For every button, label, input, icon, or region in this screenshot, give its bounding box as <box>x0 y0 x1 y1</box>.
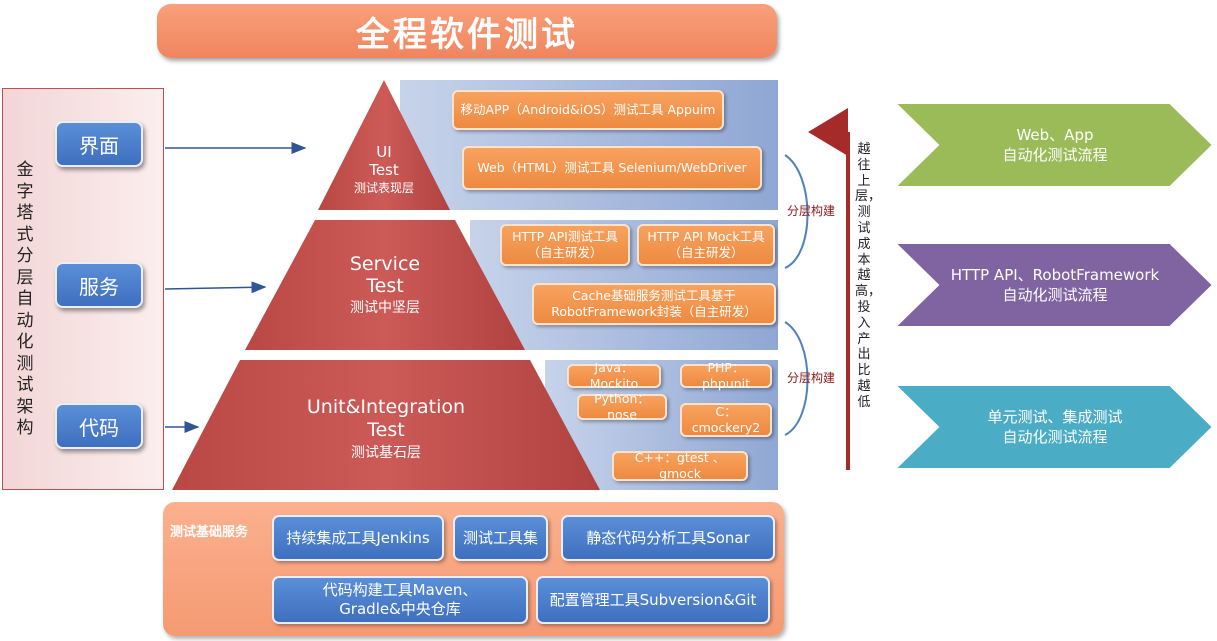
pyramid-top-line2: Test <box>369 161 399 179</box>
tool-appium[interactable]: 移动APP（Android&iOS）测试工具 Appuim <box>452 90 724 130</box>
arrow-service <box>164 281 267 294</box>
layer-build-label-bottom: 分层构建 <box>787 371 836 385</box>
page-title: 全程软件测试 <box>157 4 777 58</box>
pyramid-top-line1: UI <box>376 143 392 161</box>
pyramid-bottom-line1: Unit&Integration <box>306 396 466 418</box>
service-jenkins[interactable]: 持续集成工具Jenkins <box>272 515 444 561</box>
tool-php[interactable]: PHP：phpunit <box>680 360 772 391</box>
pyramid-bottom-line2: Test <box>367 419 405 441</box>
pyramid-top-label: UI Test 测试表现层 <box>334 143 434 197</box>
foundation-title: 测试基础服务 <box>170 525 249 540</box>
tool-cache-l1: Cache基础服务测试工具基于 <box>572 288 736 303</box>
service-maven[interactable]: 代码构建工具Maven、 Gradle&中央仓库 <box>272 576 528 624</box>
pyramid-middle-line1: Service <box>349 253 421 275</box>
tool-http-mock[interactable]: HTTP API Mock工具 （自主研发） <box>637 224 775 266</box>
service-sonar[interactable]: 静态代码分析工具Sonar <box>561 515 775 561</box>
flow-web-app-l1: Web、App <box>1016 126 1094 144</box>
flow-web-app-l2: 自动化测试流程 <box>1002 146 1108 164</box>
service-git[interactable]: 配置管理工具Subversion&Git <box>536 576 770 624</box>
flow-web-app-label: Web、App 自动化测试流程 <box>930 125 1180 165</box>
pyramid-top-sub: 测试表现层 <box>353 181 414 195</box>
tool-cache-l2: RobotFramework封装（自主研发） <box>551 304 757 319</box>
flow-http-api-label: HTTP API、RobotFramework 自动化测试流程 <box>930 265 1180 305</box>
tool-java[interactable]: Java：Mockito <box>567 360 661 391</box>
layer-button-service[interactable]: 服务 <box>55 262 143 308</box>
flow-http-api <box>892 242 1215 328</box>
flow-unit-l1: 单元测试、集成测试 <box>987 408 1123 426</box>
pyramid-middle <box>245 220 525 350</box>
flow-unit <box>892 384 1215 470</box>
pyramid-middle-line2: Test <box>366 275 404 297</box>
flow-web-app <box>892 102 1215 188</box>
tool-http-mock-l1: HTTP API Mock工具 <box>647 229 765 244</box>
layer-curve-top <box>784 154 809 269</box>
layer-curve-bottom <box>784 321 809 436</box>
flow-unit-label: 单元测试、集成测试 自动化测试流程 <box>930 407 1180 447</box>
pyramid-top <box>318 80 450 210</box>
side-title: 金字塔式分层自动化测试架构 <box>16 160 34 438</box>
tool-python[interactable]: Python：nose <box>577 391 667 422</box>
pyramid-middle-label: Service Test 测试中坚层 <box>300 253 470 319</box>
service-maven-l1: 代码构建工具Maven、 <box>322 581 478 599</box>
pyramid-bottom-sub: 测试基石层 <box>351 445 421 461</box>
layer-build-label-top: 分层构建 <box>787 204 836 218</box>
tool-http-api-l2: （自主研发） <box>527 245 603 260</box>
flow-http-api-l2: 自动化测试流程 <box>1002 286 1108 304</box>
pyramid-bottom-label: Unit&Integration Test 测试基石层 <box>286 396 486 465</box>
cost-note: 越往上层，测试成本越高，投入产出比越低 <box>855 142 882 410</box>
pyramid-middle-sub: 测试中坚层 <box>350 300 420 316</box>
pyramid-bottom <box>172 360 600 490</box>
tool-c[interactable]: C：cmockery2 <box>680 403 772 437</box>
tool-http-api-l1: HTTP API测试工具 <box>512 229 618 244</box>
tool-http-mock-l2: （自主研发） <box>668 245 744 260</box>
flow-http-api-l1: HTTP API、RobotFramework <box>950 266 1160 284</box>
tool-http-api[interactable]: HTTP API测试工具 （自主研发） <box>500 224 630 266</box>
flow-unit-l2: 自动化测试流程 <box>1002 428 1108 446</box>
service-maven-l2: Gradle&中央仓库 <box>339 600 461 618</box>
tool-cpp[interactable]: C++：gtest 、gmock <box>612 450 748 481</box>
layer-button-code[interactable]: 代码 <box>55 403 143 449</box>
service-toolset[interactable]: 测试工具集 <box>453 515 548 561</box>
tool-cache[interactable]: Cache基础服务测试工具基于 RobotFramework封装（自主研发） <box>532 283 776 325</box>
layer-button-ui[interactable]: 界面 <box>55 121 143 167</box>
tool-selenium[interactable]: Web（HTML）测试工具 Selenium/WebDriver <box>462 146 762 190</box>
